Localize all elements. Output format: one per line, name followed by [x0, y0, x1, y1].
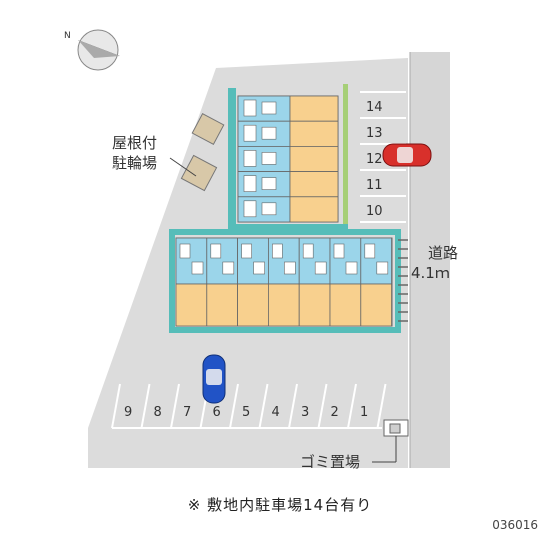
parking-space-4: 4: [272, 405, 280, 420]
upper-unit: [237, 171, 339, 198]
upper-unit: [237, 120, 339, 147]
blue-car: [202, 354, 226, 404]
parking-note: ※ 敷地内駐車場14台有り: [187, 496, 373, 514]
lower-unit: [206, 237, 239, 327]
parking-bottom-labels: 9 8 7 6 5 4 3 2 1: [124, 405, 368, 420]
parking-space-13: 13: [366, 126, 383, 141]
upper-unit: [237, 196, 339, 223]
parking-space-8: 8: [154, 405, 162, 420]
parking-space-7: 7: [183, 405, 191, 420]
road-label-1: 道路: [428, 244, 458, 262]
lower-unit: [329, 237, 362, 327]
lower-unit: [237, 237, 269, 327]
parking-space-12: 12: [366, 152, 383, 167]
upper-unit: [237, 95, 339, 122]
lower-building-units: [175, 237, 392, 327]
bike-parking-label-2: 駐輪場: [112, 154, 157, 172]
lower-unit: [360, 237, 392, 327]
garbage-box: [389, 423, 401, 434]
parking-space-1: 1: [360, 405, 368, 420]
bike-parking-structure: [180, 112, 225, 192]
green-strip: [343, 84, 348, 224]
bike-parking-label-1: 屋根付: [112, 134, 157, 152]
parking-right-labels: 14 13 12 11 10: [366, 100, 383, 219]
lower-unit: [298, 237, 331, 327]
lower-building-wall: [169, 229, 401, 333]
parking-space-10: 10: [366, 204, 383, 219]
parking-space-6: 6: [213, 405, 221, 420]
parking-space-3: 3: [301, 405, 309, 420]
lower-unit: [267, 237, 300, 327]
parking-right: [360, 91, 406, 223]
red-car: [382, 143, 432, 167]
stairs: [398, 239, 408, 322]
lower-unit: [175, 237, 208, 327]
parking-space-14: 14: [366, 100, 383, 115]
parking-space-11: 11: [366, 178, 383, 193]
property-code: 036016: [492, 518, 538, 532]
parking-space-2: 2: [331, 405, 339, 420]
garbage-label: ゴミ置場: [300, 453, 360, 471]
compass-label: N: [64, 31, 71, 41]
upper-building-wall: [228, 88, 348, 232]
road-label-2: 4.1ｍ: [411, 264, 450, 282]
bike-leader: [169, 157, 197, 177]
road: [410, 52, 450, 468]
parking-space-5: 5: [242, 405, 250, 420]
upper-unit: [237, 145, 339, 172]
upper-building-units: [237, 95, 339, 223]
compass-icon: N: [64, 29, 120, 71]
parking-space-9: 9: [124, 405, 132, 420]
